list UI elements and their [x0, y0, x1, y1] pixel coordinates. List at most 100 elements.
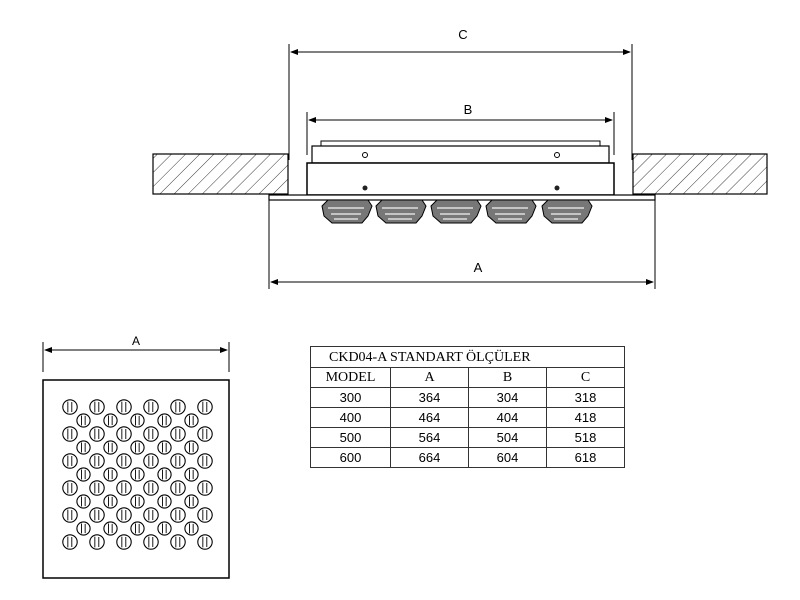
grille-hole — [116, 399, 132, 415]
table-title-row: CKD04-A STANDART ÖLÇÜLER — [309, 346, 626, 368]
cell-c: 618 — [545, 447, 626, 468]
swirl-vanes — [321, 199, 593, 224]
ceiling-slab-left — [152, 153, 289, 195]
cell-c: 518 — [545, 427, 626, 448]
grille-hole — [62, 399, 78, 415]
grille-hole-inner — [103, 440, 118, 455]
grille-hole — [143, 480, 159, 496]
cell-c: 318 — [545, 387, 626, 408]
grille-hole — [116, 426, 132, 442]
grille-hole — [116, 453, 132, 469]
table-header-row: MODEL A B C — [310, 367, 626, 388]
cell-model: 300 — [310, 387, 391, 408]
cell-a: 364 — [390, 387, 469, 408]
table-row: 300 364 304 318 — [310, 387, 626, 408]
cell-model: 600 — [310, 447, 391, 468]
diffuser-box — [306, 140, 615, 196]
grille-hole — [197, 480, 213, 496]
cell-a: 564 — [390, 427, 469, 448]
grille-hole-inner — [130, 413, 145, 428]
grille-hole — [143, 507, 159, 523]
grille-hole-inner — [157, 467, 172, 482]
grille-hole-inner — [76, 494, 91, 509]
dimension-c-label: C — [458, 27, 467, 42]
dimension-c: C — [288, 27, 633, 160]
grille-hole — [197, 399, 213, 415]
cell-b: 304 — [468, 387, 547, 408]
grille-hole-inner — [76, 521, 91, 536]
dimension-a-section-label: A — [474, 260, 483, 275]
grille-hole-inner — [130, 521, 145, 536]
grille-hole-inner — [76, 467, 91, 482]
cell-a: 464 — [390, 407, 469, 428]
grille-hole — [143, 426, 159, 442]
grille-hole — [170, 507, 186, 523]
grille-hole — [170, 534, 186, 550]
grille-hole-inner — [184, 413, 199, 428]
cell-b: 504 — [468, 427, 547, 448]
cell-c: 418 — [545, 407, 626, 428]
cell-a: 664 — [390, 447, 469, 468]
dimension-a-front: A — [42, 334, 230, 372]
grille-hole — [197, 534, 213, 550]
grille-hole — [89, 399, 105, 415]
front-view: A — [42, 334, 230, 579]
grille-hole-inner — [103, 467, 118, 482]
cell-b: 404 — [468, 407, 547, 428]
grille-hole-inner — [103, 521, 118, 536]
section-view: C B — [152, 27, 768, 289]
dimension-b-label: B — [464, 102, 473, 117]
col-header-a: A — [390, 367, 469, 388]
grille-hole-inner — [76, 413, 91, 428]
grille-hole — [89, 534, 105, 550]
grille-hole-inner — [184, 467, 199, 482]
grille-hole-inner — [184, 494, 199, 509]
table-row: 600 664 604 618 — [310, 447, 626, 468]
grille-hole — [170, 453, 186, 469]
grille-hole — [62, 534, 78, 550]
dimension-b: B — [306, 102, 615, 155]
grille-hole-inner — [157, 413, 172, 428]
cell-model: 400 — [310, 407, 391, 428]
dimensions-table: CKD04-A STANDART ÖLÇÜLER MODEL A B C 300… — [309, 346, 626, 468]
grille-hole — [62, 426, 78, 442]
grille-hole — [89, 426, 105, 442]
grille-hole-inner — [103, 413, 118, 428]
cell-b: 604 — [468, 447, 547, 468]
grille-hole-inner — [157, 521, 172, 536]
grille-hole — [62, 453, 78, 469]
col-header-model: MODEL — [310, 367, 391, 388]
grille-hole — [62, 480, 78, 496]
dimension-a-front-label: A — [132, 334, 140, 348]
dimension-a-section: A — [268, 200, 656, 289]
col-header-c: C — [545, 367, 626, 388]
table-row: 400 464 404 418 — [310, 407, 626, 428]
grille-hole-inner — [184, 440, 199, 455]
grille-hole — [170, 426, 186, 442]
grille-hole-inner — [184, 521, 199, 536]
grille-hole-inner — [130, 494, 145, 509]
col-header-b: B — [468, 367, 547, 388]
grille-hole — [143, 399, 159, 415]
grille-hole — [116, 480, 132, 496]
grille-hole — [89, 507, 105, 523]
grille-hole — [143, 534, 159, 550]
grille-hole-inner — [103, 494, 118, 509]
table-title: CKD04-A STANDART ÖLÇÜLER — [309, 346, 626, 368]
grille-hole — [116, 534, 132, 550]
grille-hole-inner — [76, 440, 91, 455]
grille-hole — [89, 480, 105, 496]
grille-hole — [143, 453, 159, 469]
grille-hole-inner — [157, 494, 172, 509]
grille-hole-inner — [157, 440, 172, 455]
face-plate — [268, 194, 656, 201]
grille-hole — [170, 480, 186, 496]
ceiling-slab-right — [632, 153, 768, 195]
table-row: 500 564 504 518 — [310, 427, 626, 448]
grille-hole — [197, 453, 213, 469]
grille-hole — [197, 426, 213, 442]
grille-holes — [62, 399, 213, 550]
grille-hole-inner — [130, 440, 145, 455]
